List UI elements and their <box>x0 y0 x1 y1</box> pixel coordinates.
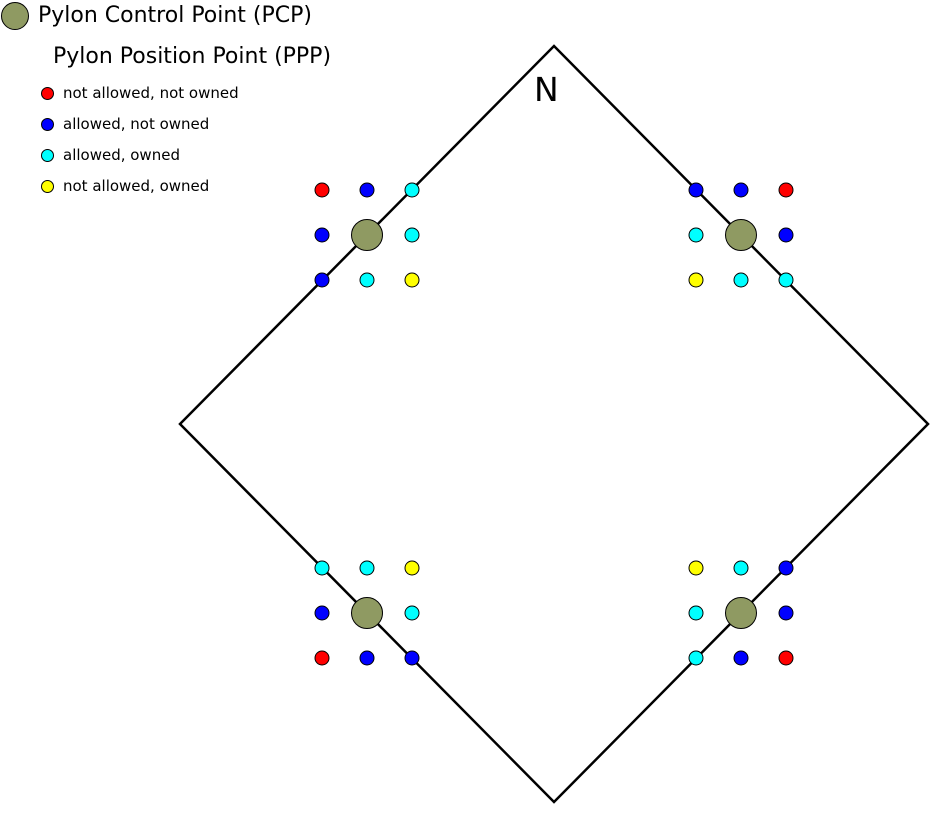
legend-item-label: not allowed, not owned <box>63 84 239 103</box>
legend-item-label: not allowed, owned <box>63 177 210 196</box>
course-diamond-outline <box>178 44 930 804</box>
ppp-marker-blue <box>778 560 794 576</box>
ppp-marker-blue <box>404 650 420 666</box>
cyan-dot-icon <box>41 149 54 163</box>
ppp-marker-cyan <box>314 560 330 576</box>
ppp-marker-yellow <box>404 560 420 576</box>
legend-item-blue: allowed, not owned <box>0 109 331 140</box>
legend-item-red: not allowed, not owned <box>0 78 331 109</box>
pcp-marker-upper-left <box>351 219 383 251</box>
ppp-marker-yellow <box>688 272 704 288</box>
ppp-marker-cyan <box>733 272 749 288</box>
ppp-marker-blue <box>359 182 375 198</box>
ppp-marker-blue <box>778 227 794 243</box>
pcp-marker-upper-right <box>725 219 757 251</box>
ppp-marker-blue <box>314 605 330 621</box>
ppp-marker-blue <box>733 650 749 666</box>
ppp-marker-cyan <box>404 605 420 621</box>
ppp-marker-cyan <box>359 560 375 576</box>
ppp-marker-cyan <box>778 272 794 288</box>
ppp-marker-yellow <box>688 560 704 576</box>
pcp-marker-lower-right <box>725 597 757 629</box>
ppp-marker-cyan <box>688 227 704 243</box>
legend-item-yellow: not allowed, owned <box>0 171 331 202</box>
ppp-marker-blue <box>359 650 375 666</box>
pcp-legend-row: Pylon Control Point (PCP) <box>0 0 331 30</box>
ppp-marker-blue <box>314 272 330 288</box>
pcp-legend-label: Pylon Control Point (PCP) <box>38 2 312 28</box>
ppp-legend-title: Pylon Position Point (PPP) <box>53 44 332 69</box>
ppp-marker-blue <box>733 182 749 198</box>
pcp-marker-lower-left <box>351 597 383 629</box>
ppp-marker-blue <box>314 227 330 243</box>
ppp-marker-blue <box>778 605 794 621</box>
ppp-marker-red <box>778 182 794 198</box>
ppp-marker-red <box>314 650 330 666</box>
ppp-legend-items: not allowed, not owned allowed, not owned… <box>0 78 331 202</box>
ppp-marker-cyan <box>688 650 704 666</box>
legend-item-label: allowed, owned <box>63 146 180 165</box>
yellow-dot-icon <box>41 180 54 194</box>
ppp-marker-cyan <box>359 272 375 288</box>
blue-dot-icon <box>41 118 54 132</box>
ppp-marker-red <box>314 182 330 198</box>
ppp-marker-cyan <box>404 182 420 198</box>
legend-item-cyan: allowed, owned <box>0 140 331 171</box>
ppp-marker-yellow <box>404 272 420 288</box>
pcp-circle-icon <box>1 2 29 30</box>
ppp-marker-cyan <box>688 605 704 621</box>
ppp-marker-blue <box>688 182 704 198</box>
legend: Pylon Control Point (PCP) Pylon Position… <box>0 0 331 202</box>
ppp-marker-cyan <box>733 560 749 576</box>
legend-item-label: allowed, not owned <box>63 115 210 134</box>
ppp-marker-cyan <box>404 227 420 243</box>
north-label: N <box>534 70 559 109</box>
red-dot-icon <box>41 87 54 101</box>
ppp-marker-red <box>778 650 794 666</box>
